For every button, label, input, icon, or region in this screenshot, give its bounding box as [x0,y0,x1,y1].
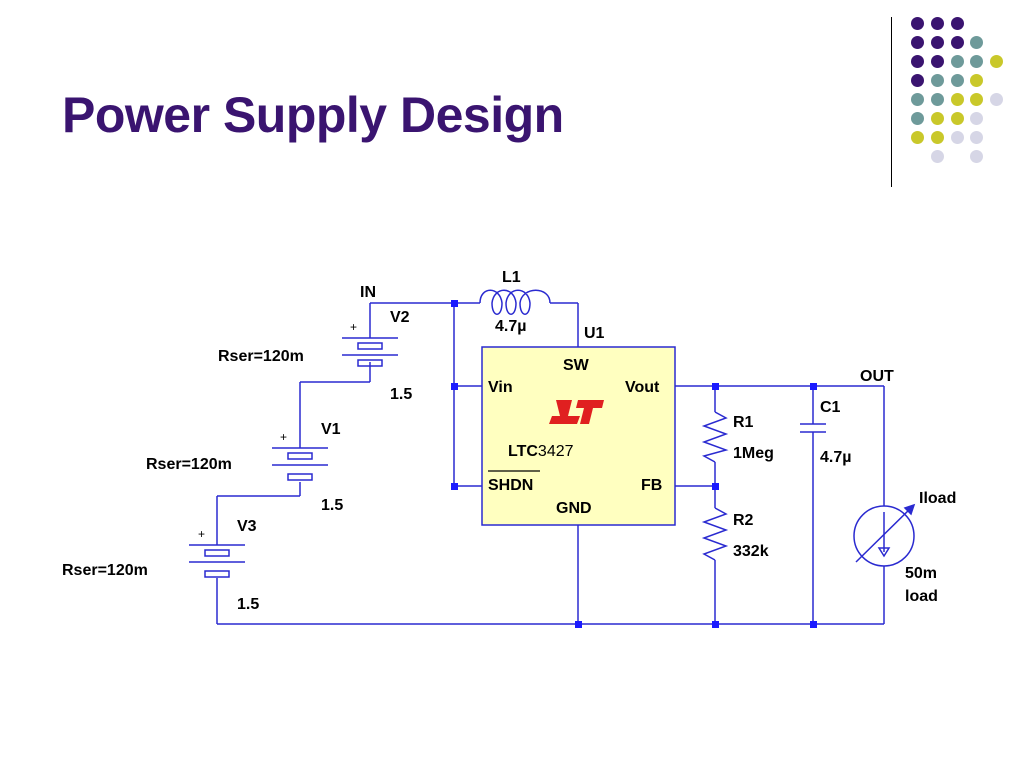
v3-rser-label: Rser=120m [62,562,148,579]
battery-v1 [272,447,328,481]
v2-value-label: 1.5 [390,386,412,403]
junction-nodes [451,300,817,628]
slide-title: Power Supply Design [62,87,564,143]
in-label: IN [360,284,376,301]
dot [970,74,983,87]
r1-name-label: R1 [733,414,754,431]
pin-vout-label: Vout [625,379,660,396]
dot [951,17,964,30]
dot [990,55,1003,68]
dot [951,112,964,125]
ic-part-prefix: LTC [508,443,538,460]
junction-node [810,383,817,390]
ic-part-label: LTC3427 [508,443,574,460]
resistor-r1 [701,411,729,463]
dot [931,150,944,163]
junction-node [451,300,458,307]
battery-v2 [342,337,398,367]
dot [911,131,924,144]
pin-fb-label: FB [641,477,662,494]
v2-name-label: V2 [390,309,410,326]
inductor-l1 [479,289,551,315]
dot [911,112,924,125]
dot [970,93,983,106]
wires [216,302,885,625]
u1-ref-label: U1 [584,325,605,342]
junction-node [575,621,582,628]
dot [970,150,983,163]
pin-shdn-label: SHDN [488,477,533,494]
v3-plus-sign: + [198,527,205,541]
junction-node [712,621,719,628]
capacitor-c1 [800,423,826,433]
pin-gnd-label: GND [556,500,592,517]
v1-value-label: 1.5 [321,497,343,514]
dot [990,93,1003,106]
dot [951,131,964,144]
dot [911,74,924,87]
v3-value-label: 1.5 [237,596,259,613]
c1-value-label: 4.7µ [820,449,851,466]
junction-node [451,383,458,390]
junction-node [712,483,719,490]
v3-name-label: V3 [237,518,257,535]
v1-plus-sign: + [280,430,287,444]
dot [931,17,944,30]
dot [931,112,944,125]
junction-node [451,483,458,490]
dot [951,55,964,68]
iload-value-label: 50m [905,565,937,582]
r2-name-label: R2 [733,512,754,529]
dot [970,112,983,125]
dot [970,36,983,49]
dot [951,93,964,106]
junction-node [810,621,817,628]
dot [951,74,964,87]
ic-part-number: 3427 [538,443,574,460]
iload-value-line2-label: load [905,588,938,605]
r1-value-label: 1Meg [733,445,774,462]
v2-rser-label: Rser=120m [218,348,304,365]
dot [911,55,924,68]
pin-vin-label: Vin [488,379,513,396]
ic-body [481,346,676,526]
battery-v3 [189,544,245,578]
v2-plus-sign: + [350,320,357,334]
v1-name-label: V1 [321,421,341,438]
resistor-r2 [701,507,729,561]
dot [951,36,964,49]
c1-name-label: C1 [820,399,841,416]
dot [911,17,924,30]
dot [911,36,924,49]
dot [970,131,983,144]
dot [931,55,944,68]
out-label: OUT [860,368,894,385]
iload-name-label: Iload [919,490,956,507]
pin-sw-label: SW [563,357,590,374]
lt-logo-icon [549,400,604,424]
v1-rser-label: Rser=120m [146,456,232,473]
l1-name-label: L1 [502,269,521,286]
header-divider [891,17,892,187]
dot [931,93,944,106]
junction-node [712,383,719,390]
dot [911,93,924,106]
current-load-iload [853,503,916,567]
dot [931,36,944,49]
dot [931,131,944,144]
l1-value-label: 4.7µ [495,318,526,335]
r2-value-label: 332k [733,543,769,560]
dot [931,74,944,87]
dot [970,55,983,68]
